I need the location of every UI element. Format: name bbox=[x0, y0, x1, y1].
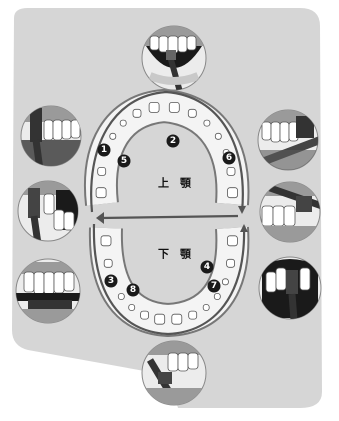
lower-left-tooth bbox=[129, 305, 135, 311]
upper-right-tooth bbox=[188, 109, 196, 117]
upper-jaw-label-char2: 顎 bbox=[180, 177, 192, 190]
upper-left-tooth bbox=[96, 188, 106, 198]
upper-right-tooth bbox=[204, 120, 210, 126]
upper-left-tooth bbox=[149, 102, 159, 112]
lower-right-tooth bbox=[214, 294, 220, 300]
step-badge-4: 4 bbox=[201, 261, 214, 274]
step-number-8: 8 bbox=[130, 285, 136, 295]
lower-right-tooth bbox=[222, 279, 228, 285]
lower-left-tooth bbox=[141, 311, 149, 319]
upper-jaw-label-char1: 上 bbox=[158, 176, 169, 190]
step-badge-1: 1 bbox=[98, 144, 111, 157]
lower-right-tooth bbox=[189, 311, 197, 319]
lower-left-tooth bbox=[155, 314, 165, 324]
step-badge-8: 8 bbox=[127, 284, 140, 297]
lower-right-tooth bbox=[227, 236, 237, 246]
step-number-7: 7 bbox=[211, 281, 217, 291]
step-number-5: 5 bbox=[121, 156, 127, 166]
step-badge-3: 3 bbox=[105, 275, 118, 288]
step-number-1: 1 bbox=[101, 145, 107, 155]
upper-right-tooth bbox=[228, 188, 238, 198]
lower-right-tooth bbox=[227, 259, 235, 267]
step-badge-6: 6 bbox=[223, 152, 236, 165]
upper-left-tooth bbox=[98, 167, 106, 175]
upper-left-tooth bbox=[120, 120, 126, 126]
lower-right-tooth bbox=[203, 305, 209, 311]
step-number-3: 3 bbox=[108, 276, 114, 286]
upper-right-tooth bbox=[169, 102, 179, 112]
lower-left-tooth bbox=[118, 294, 124, 300]
lower-jaw-label-char1: 下 bbox=[158, 248, 169, 261]
upper-left-tooth bbox=[110, 133, 116, 139]
lower-left-tooth bbox=[101, 236, 111, 246]
upper-right-tooth bbox=[227, 167, 235, 175]
step-badge-2: 2 bbox=[167, 135, 180, 148]
upper-right-tooth bbox=[215, 133, 221, 139]
step-number-2: 2 bbox=[170, 136, 176, 146]
upper-left-tooth bbox=[133, 109, 141, 117]
step-number-4: 4 bbox=[204, 262, 210, 272]
lower-jaw-label-char2: 顎 bbox=[180, 248, 192, 261]
step-badge-7: 7 bbox=[208, 280, 221, 293]
step-badge-5: 5 bbox=[118, 155, 131, 168]
lower-left-outer-brushing-illustration bbox=[16, 259, 80, 323]
lower-right-inner-brushing-illustration bbox=[259, 257, 321, 320]
lower-right-tooth bbox=[172, 314, 182, 324]
lower-left-tooth bbox=[104, 259, 112, 267]
step-number-6: 6 bbox=[226, 153, 232, 163]
